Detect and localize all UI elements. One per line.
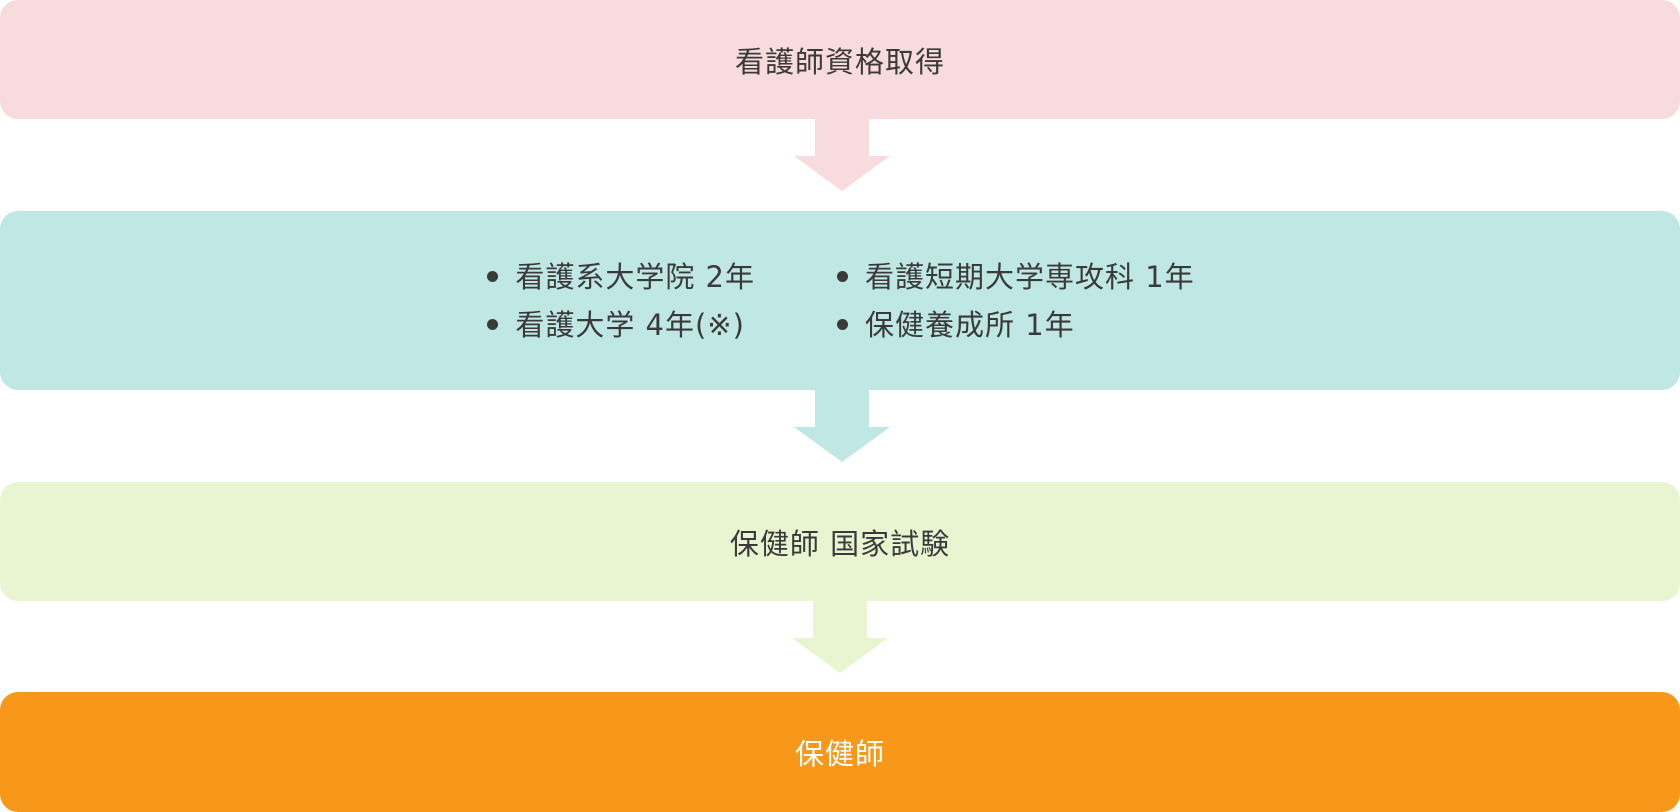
- arrow-down-3-shape: [792, 601, 888, 673]
- arrow-down-3: [790, 601, 890, 673]
- step-education-options: 看護系大学院 2年 看護大学 4年(※) 看護短期大学専攻科 1年 保健養成所 …: [0, 211, 1680, 390]
- bullet-icon: [837, 270, 848, 282]
- list-item-text: 保健養成所 1年: [865, 307, 1075, 342]
- list-item: 看護系大学院 2年: [485, 253, 755, 301]
- list-item: 看護短期大学専攻科 1年: [835, 253, 1195, 301]
- step-public-health-nurse: 保健師: [0, 692, 1680, 812]
- step-national-exam: 保健師 国家試験: [0, 482, 1680, 601]
- bullet-icon: [487, 270, 499, 282]
- step-national-exam-label: 保健師 国家試験: [729, 526, 951, 561]
- list-item-text: 看護短期大学専攻科 1年: [865, 259, 1195, 294]
- arrow-down-1: [792, 119, 892, 191]
- education-columns: 看護系大学院 2年 看護大学 4年(※) 看護短期大学専攻科 1年 保健養成所 …: [485, 253, 1194, 349]
- step-nurse-license: 看護師資格取得: [0, 0, 1680, 119]
- bullet-icon: [837, 318, 848, 330]
- list-item-text: 看護大学 4年(※): [515, 307, 745, 342]
- education-list-left: 看護系大学院 2年 看護大学 4年(※): [485, 253, 755, 349]
- bullet-icon: [487, 318, 499, 330]
- step-nurse-license-label: 看護師資格取得: [734, 44, 945, 79]
- step-public-health-nurse-label: 保健師: [794, 737, 885, 771]
- arrow-down-2: [792, 390, 892, 462]
- list-item-text: 看護系大学院 2年: [515, 259, 755, 294]
- education-list-right: 看護短期大学専攻科 1年 保健養成所 1年: [835, 253, 1195, 349]
- arrow-down-1-shape: [794, 119, 890, 191]
- arrow-down-2-shape: [794, 390, 890, 462]
- list-item: 保健養成所 1年: [835, 301, 1195, 349]
- list-item: 看護大学 4年(※): [485, 301, 755, 349]
